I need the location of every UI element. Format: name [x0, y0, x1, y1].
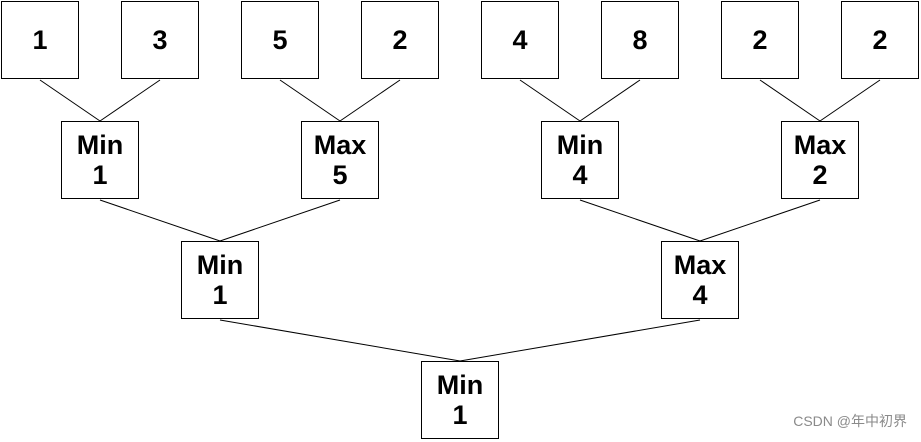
leaf-value: 4: [512, 25, 528, 55]
edge-l1d-l2: [699, 199, 821, 242]
leaf-node: 1: [1, 1, 79, 79]
leaf-value: 3: [152, 25, 168, 55]
leaf-value: 8: [632, 25, 648, 55]
node-value: 4: [572, 160, 588, 190]
node-value: 4: [692, 280, 708, 310]
edge-leaf1-l1: [39, 79, 101, 122]
watermark: CSDN @年中初界: [793, 413, 907, 429]
edge-l1b-l2: [219, 199, 341, 242]
edge-leaf3-l1: [279, 79, 341, 122]
leaf-node: 5: [241, 1, 319, 79]
leaf-node: 4: [481, 1, 559, 79]
level2-node: Min 1: [181, 241, 259, 319]
level1-node: Max 2: [781, 121, 859, 199]
edge-leaf5-l1: [519, 79, 581, 122]
node-operator: Min: [436, 370, 484, 400]
node-value: 1: [212, 280, 228, 310]
node-operator: Min: [76, 130, 124, 160]
node-value: 5: [332, 160, 348, 190]
node-operator: Max: [313, 130, 367, 160]
node-operator: Min: [556, 130, 604, 160]
level1-node: Min 1: [61, 121, 139, 199]
leaf-value: 2: [392, 25, 408, 55]
leaf-node: 2: [361, 1, 439, 79]
edge-leaf2-l1: [99, 79, 161, 122]
edge-leaf7-l1: [759, 79, 821, 122]
node-value: 1: [92, 160, 108, 190]
node-operator: Min: [196, 250, 244, 280]
level1-node: Max 5: [301, 121, 379, 199]
leaf-value: 2: [872, 25, 888, 55]
root-node: Min 1: [421, 361, 499, 439]
edge-l1c-l2: [579, 199, 701, 242]
leaf-node: 2: [721, 1, 799, 79]
leaf-value: 2: [752, 25, 768, 55]
edge-l2a-root: [219, 319, 461, 362]
leaf-value: 5: [272, 25, 288, 55]
edge-l2b-root: [459, 319, 701, 362]
node-operator: Max: [673, 250, 727, 280]
node-value: 2: [812, 160, 828, 190]
leaf-node: 8: [601, 1, 679, 79]
level1-node: Min 4: [541, 121, 619, 199]
leaf-value: 1: [32, 25, 48, 55]
edge-l1a-l2: [99, 199, 221, 242]
leaf-node: 3: [121, 1, 199, 79]
leaf-node: 2: [841, 1, 919, 79]
edge-leaf4-l1: [339, 79, 401, 122]
node-value: 1: [452, 400, 468, 430]
node-operator: Max: [793, 130, 847, 160]
edge-leaf6-l1: [579, 79, 641, 122]
edge-leaf8-l1: [819, 79, 881, 122]
level2-node: Max 4: [661, 241, 739, 319]
